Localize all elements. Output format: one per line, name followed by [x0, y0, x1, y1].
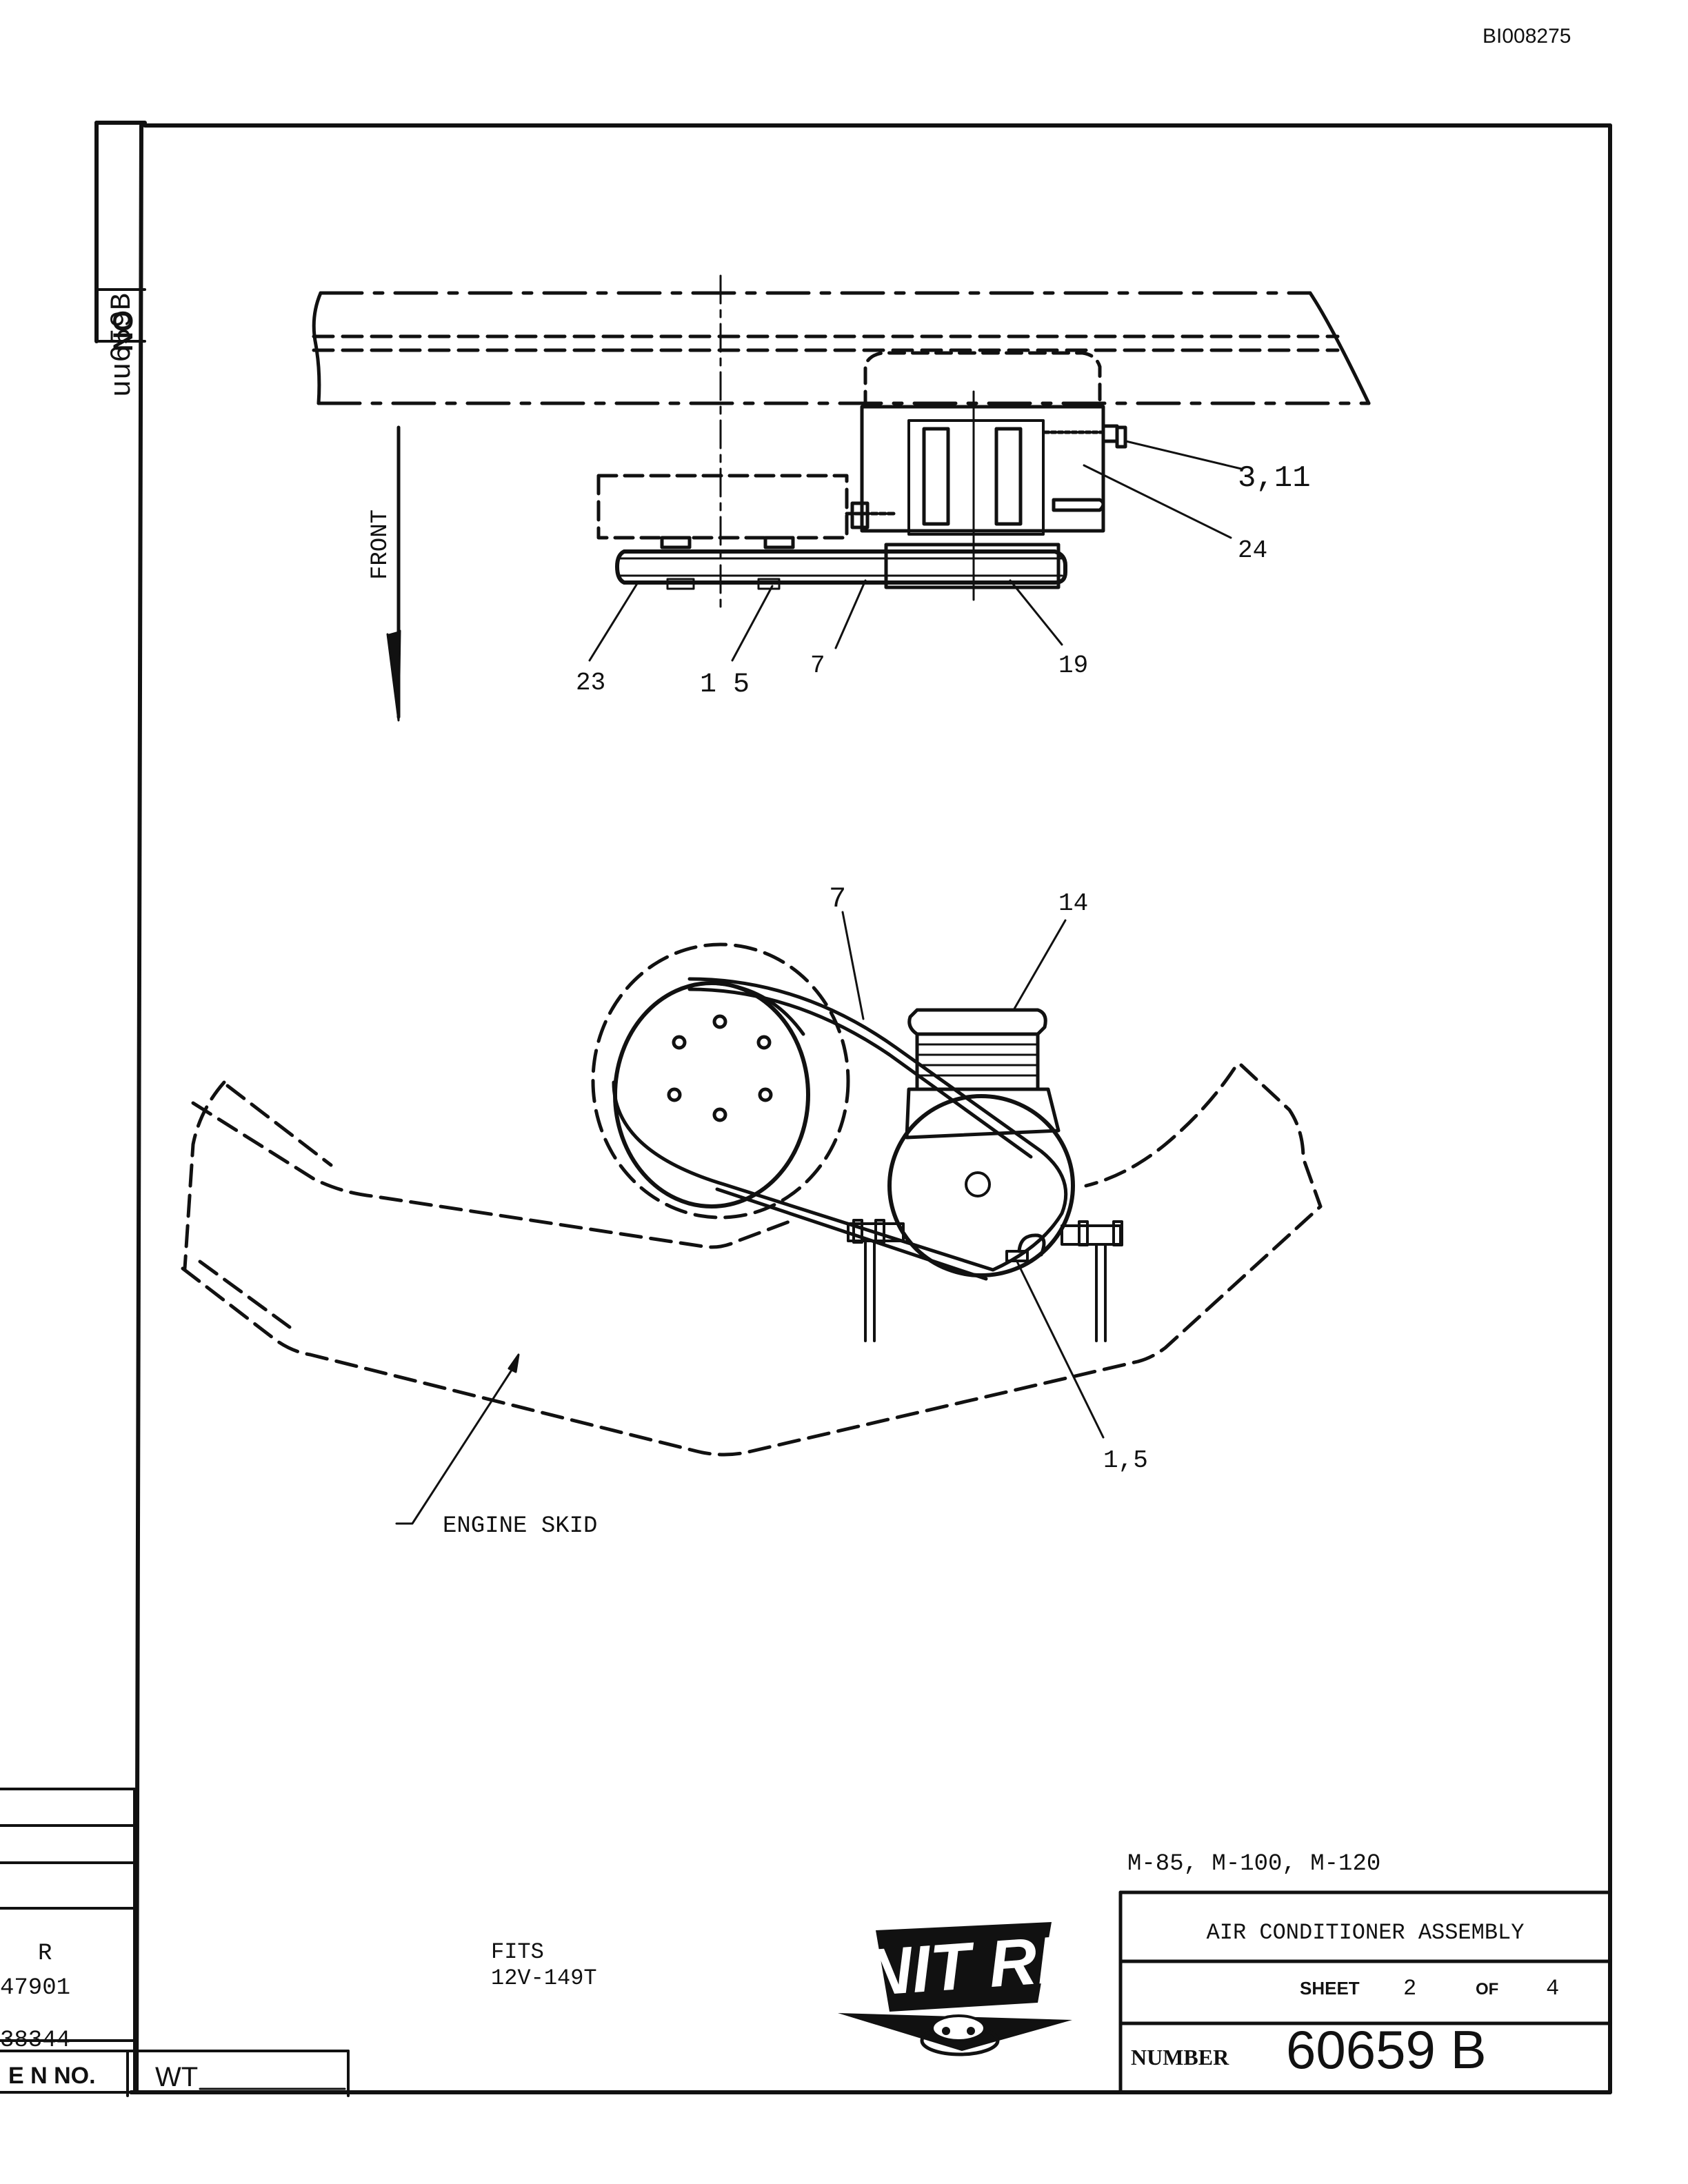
rev-ref-1: 47901 [0, 1975, 70, 2001]
of-label: OF [1476, 1980, 1498, 1999]
callout-1-5: 1 5 [700, 669, 750, 700]
fits-engine: 12V-149T [491, 1965, 597, 1991]
engine-skid-label: ENGINE SKID [443, 1513, 597, 1539]
top-view-callouts: 3,11 24 23 1 5 7 19 [576, 461, 1311, 700]
mount-bracket [847, 1219, 1123, 1342]
callout-7-top: 7 [810, 651, 825, 680]
callout-14: 14 [1058, 889, 1088, 918]
front-arrow [386, 425, 401, 722]
models-label: M-85, M-100, M-120 [1127, 1851, 1380, 1877]
callout-23: 23 [576, 669, 605, 697]
side-number-prefix: NO [108, 310, 139, 352]
top-view-leaders [588, 440, 1243, 662]
unit-rig-logo: UNIT RIG [814, 1919, 1109, 2056]
frame-rail [312, 274, 1371, 608]
sheet-number: 2 [1403, 1976, 1416, 2001]
iso-view-leaders [395, 911, 1105, 1525]
wt-label: WT [155, 2062, 198, 2092]
revision-block [0, 1788, 350, 2097]
drawing-number: 60659 B [1286, 2019, 1487, 2080]
callout-3-11: 3,11 [1238, 461, 1311, 496]
logo-text: UNIT RIG [814, 1919, 1109, 2013]
callout-24: 24 [1238, 536, 1267, 565]
engine-skid [181, 1063, 1323, 1457]
drawing-title: AIR CONDITIONER ASSEMBLY [1207, 1920, 1525, 1945]
en-no-label: E N NO. [8, 2063, 96, 2089]
sheet-label: SHEET [1300, 1978, 1360, 1999]
callout-19: 19 [1058, 651, 1088, 680]
belt-plan-view [615, 543, 1067, 590]
fits-label: FITS [491, 1939, 544, 1965]
engine-block-top-view [596, 474, 898, 549]
compressor-iso-view [887, 1008, 1075, 1277]
number-label: NUMBER [1131, 2045, 1229, 2070]
crank-pulley [591, 942, 850, 1220]
iso-view-callouts: 7 14 1,5 [829, 882, 1148, 1475]
title-block [1118, 1890, 1612, 2094]
drive-belt [612, 977, 1068, 1281]
document-id: BI008275 [1483, 25, 1571, 48]
drawing-border [94, 121, 1612, 2094]
side-number-value: uu659B [106, 293, 139, 397]
sheet-total: 4 [1546, 1976, 1559, 2001]
front-label: FRONT [368, 509, 394, 580]
rev-ref-2: 38344 [0, 2028, 70, 2054]
callout-1-5-iso: 1,5 [1103, 1446, 1148, 1475]
rev-label: R [38, 1941, 52, 1967]
compressor-top-view [850, 351, 1127, 601]
callout-7-iso: 7 [829, 882, 846, 916]
